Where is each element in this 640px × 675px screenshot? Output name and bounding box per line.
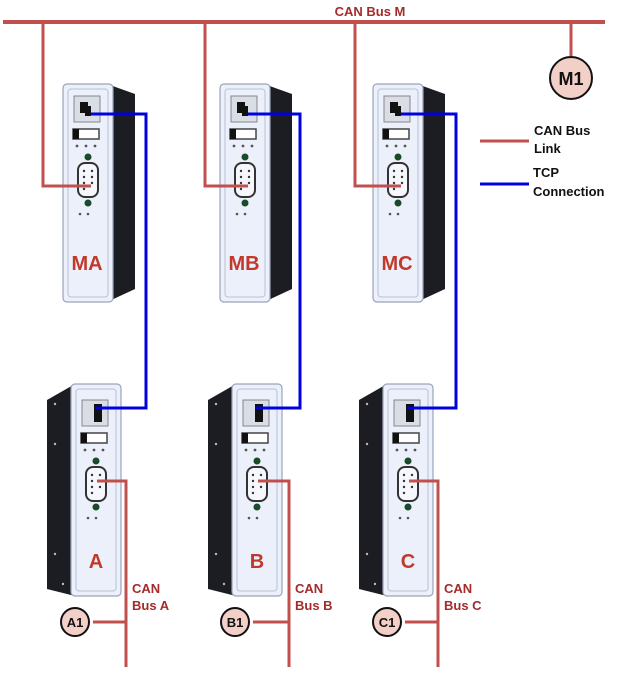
status-led [235, 212, 239, 216]
can-bus-c-line [409, 479, 440, 667]
can-bus-b-label-1: CAN [295, 581, 323, 596]
can-bus-b-label-2: Bus B [295, 598, 333, 613]
node-b1: B1 [220, 607, 250, 637]
status-led [396, 212, 400, 216]
serial-port-icon [387, 162, 409, 198]
status-led [255, 516, 259, 520]
status-led [84, 144, 88, 148]
screw-icon [253, 457, 261, 465]
serial-port-icon [397, 466, 419, 502]
status-led [232, 144, 236, 148]
screw-icon [241, 199, 249, 207]
slave-device-a: A [47, 383, 122, 597]
status-led [78, 212, 82, 216]
status-led [385, 144, 389, 148]
master-device-mb: MB [219, 83, 292, 303]
serial-port-icon [246, 466, 268, 502]
svg-text:B1: B1 [227, 615, 244, 630]
status-led [403, 144, 407, 148]
can-bus-b-line [258, 479, 291, 667]
node-c1: C1 [372, 607, 402, 637]
svg-text:A1: A1 [67, 615, 84, 630]
status-led [413, 448, 417, 452]
can-link-ma [41, 22, 91, 188]
screw-icon [92, 457, 100, 465]
status-led [86, 516, 90, 520]
status-led [262, 448, 266, 452]
device-label: B [250, 551, 264, 573]
can-bus-c-label-2: Bus C [444, 598, 482, 613]
status-led [247, 516, 251, 520]
status-led [86, 212, 90, 216]
status-led [94, 516, 98, 520]
legend: CAN Bus Link TCP Connection [480, 123, 605, 199]
node-m1: M1 [549, 56, 593, 100]
tcp-connection-a [91, 112, 148, 410]
status-led [75, 144, 79, 148]
device-side [47, 384, 75, 596]
device-side [417, 84, 445, 302]
can-bus-m-label: CAN Bus M [335, 4, 406, 19]
device-label: MA [71, 253, 102, 275]
status-led [244, 448, 248, 452]
device-label: MC [381, 253, 412, 275]
status-led [93, 144, 97, 148]
serial-port-icon [77, 162, 99, 198]
screw-icon [404, 503, 412, 511]
device-side [359, 384, 387, 596]
serial-port-icon [234, 162, 256, 198]
status-led [241, 144, 245, 148]
can-link-mb [203, 22, 248, 188]
device-label: C [401, 551, 415, 573]
can-bus-a-label-2: Bus A [132, 598, 170, 613]
status-led [406, 516, 410, 520]
screw-icon [241, 153, 249, 161]
slave-device-c: C [359, 383, 434, 597]
node-a1: A1 [60, 607, 90, 637]
screw-icon [394, 153, 402, 161]
status-led [388, 212, 392, 216]
screw-icon [92, 503, 100, 511]
device-side [107, 84, 135, 302]
tcp-connection-b [248, 112, 302, 410]
screw-icon [84, 199, 92, 207]
slave-device-b: B [208, 383, 283, 597]
svg-text:C1: C1 [379, 615, 396, 630]
can-link-mc [353, 22, 401, 188]
screw-icon [404, 457, 412, 465]
ethernet-jack-icon [390, 102, 401, 116]
tcp-connection-c [401, 112, 458, 410]
device-label: MB [228, 253, 259, 275]
can-bus-a-label-1: CAN [132, 581, 160, 596]
status-led [394, 144, 398, 148]
legend-tcp-label-1: TCP [533, 165, 559, 180]
master-device-mc: MC [372, 83, 445, 303]
status-led [101, 448, 105, 452]
status-led [92, 448, 96, 452]
screw-icon [394, 199, 402, 207]
device-label: A [89, 551, 103, 573]
status-led [253, 448, 257, 452]
status-led [250, 144, 254, 148]
device-side [208, 384, 236, 596]
legend-can-label-2: Link [534, 141, 561, 156]
master-device-ma: MA [62, 83, 135, 303]
ethernet-jack-icon [237, 102, 248, 116]
device-side [264, 84, 292, 302]
can-bus-c-label-1: CAN [444, 581, 472, 596]
status-led [83, 448, 87, 452]
ethernet-jack-icon [80, 102, 91, 116]
legend-can-label-1: CAN Bus [534, 123, 590, 138]
screw-icon [253, 503, 261, 511]
serial-port-icon [85, 466, 107, 502]
svg-text:M1: M1 [558, 69, 583, 89]
screw-icon [84, 153, 92, 161]
status-led [395, 448, 399, 452]
legend-tcp-label-2: Connection [533, 184, 605, 199]
can-bus-a-line [97, 479, 128, 667]
status-led [398, 516, 402, 520]
status-led [404, 448, 408, 452]
status-led [243, 212, 247, 216]
